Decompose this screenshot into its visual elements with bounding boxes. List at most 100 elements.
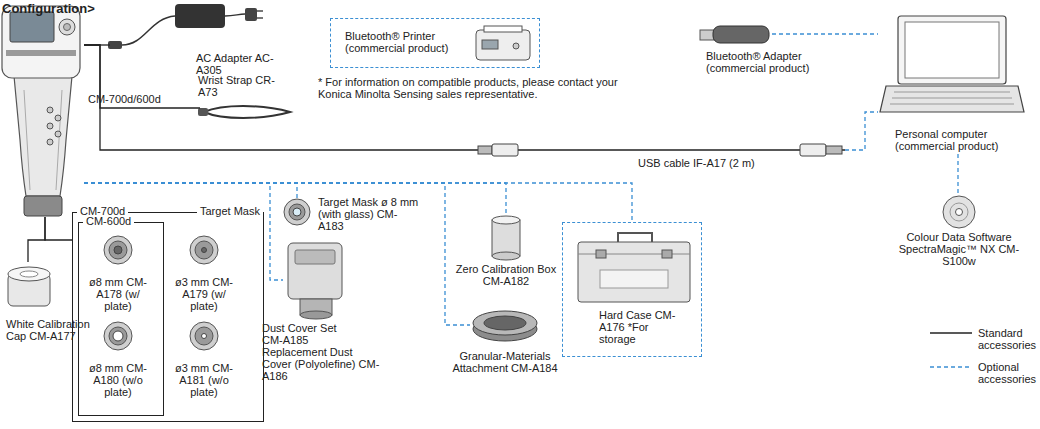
- diagram-title: Configuration>: [2, 1, 95, 16]
- granular-attachment: Granular-Materials Attachment CM-A184: [470, 305, 540, 345]
- node-label: ø3 mm CM-A181 (w/o plate): [174, 362, 234, 398]
- node-label: Bluetooth® Printer (commercial product): [345, 30, 470, 54]
- node-label: ø8 mm CM-A180 (w/o plate): [88, 362, 148, 398]
- text-stack: Granular-Materials Attachment CM-A184: [448, 350, 562, 374]
- instrument-head: [2, 6, 80, 78]
- optional-line-sample: [930, 366, 972, 368]
- connector: [84, 183, 470, 325]
- usb-plug: [826, 146, 842, 154]
- connector-line: [84, 44, 110, 45]
- cable-label: USB cable IF-A17 (2 m): [638, 157, 768, 169]
- dust-cover-illustration: [288, 243, 342, 319]
- mask-plate: [202, 248, 207, 253]
- zero-box-illustration: [492, 216, 520, 260]
- hard-case-box: Hard Case CM-A176 *For storage: [562, 222, 702, 357]
- laptop-keys: [890, 92, 1014, 104]
- case-body: [578, 242, 690, 302]
- mask-face: [109, 241, 127, 259]
- dust-cover-body: [288, 243, 342, 299]
- usb-housing: [800, 144, 826, 156]
- node-label: Wrist Strap CR-A73: [198, 74, 278, 98]
- text-stack: Dust Cover Set CM-A185Replacement Dust C…: [262, 322, 397, 382]
- connector: [84, 183, 506, 215]
- personal-computer: Personal computer (commercial product): [878, 14, 1024, 154]
- target-mask: ø8 mm CM-A178 (w/ plate): [88, 234, 148, 314]
- connector: [772, 34, 878, 35]
- bluetooth-adapter: Bluetooth® Adapter (commercial product): [700, 22, 772, 46]
- instrument-aperture-ring: [24, 196, 62, 216]
- printer-button: [513, 43, 519, 49]
- zero-calibration-box: Zero Calibration Box CM-A182: [492, 215, 520, 258]
- node-label: ø8 mm CM-A178 (w/ plate): [88, 276, 148, 312]
- connector-line: [28, 217, 45, 262]
- connector-line: [84, 45, 845, 150]
- laptop-screen: [905, 22, 999, 78]
- usb-housing: [492, 144, 518, 156]
- connector: [45, 217, 72, 240]
- case-label-plate: [600, 270, 668, 288]
- instrument-key: [47, 123, 53, 129]
- strap-loop: [204, 106, 290, 118]
- software-disc-illustration: [943, 196, 975, 228]
- mask-aperture: [202, 334, 207, 339]
- calibration-cap-illustration: [8, 267, 50, 306]
- connector-line: [84, 183, 283, 280]
- case-handle: [618, 233, 652, 242]
- mask-rim: [284, 199, 310, 225]
- adapter-cord: [225, 14, 245, 16]
- plug-prong: [257, 11, 263, 18]
- mask-rim: [104, 322, 132, 350]
- cap-top: [8, 267, 50, 281]
- legend-text: Optional accessories: [978, 361, 1040, 385]
- node-label: AC Adapter AC-A305: [196, 52, 276, 76]
- laptop-illustration: [880, 16, 1024, 112]
- connector: [28, 217, 45, 262]
- printer-body: [476, 30, 530, 60]
- disc: [943, 196, 975, 228]
- usb-cable-ends: [478, 144, 842, 156]
- attachment-opening: [484, 316, 526, 330]
- instrument-key: [55, 131, 61, 137]
- wrist-strap: Wrist Strap CR-A73: [200, 104, 292, 120]
- mask-rim: [190, 322, 218, 350]
- connector-line: [84, 45, 200, 108]
- node-label: Replacement Dust Cover (Polyolefine) CM-…: [262, 346, 384, 382]
- node-label: Dust Cover Set CM-A185: [262, 322, 352, 346]
- case-seam: [578, 254, 690, 255]
- instrument-handle: [14, 76, 72, 196]
- node-label: Target Mask: [197, 205, 263, 217]
- laptop-base: [880, 86, 1024, 112]
- wall-plug: [245, 8, 257, 21]
- instrument-grip-line: [24, 90, 62, 190]
- granular-attachment-illustration: [473, 311, 537, 341]
- dust-cover: Dust Cover Set CM-A185Replacement Dust C…: [283, 240, 350, 320]
- target-mask: ø3 mm CM-A179 (w/ plate): [174, 234, 234, 314]
- connector: [958, 154, 959, 195]
- calibration-cap: White Calibration Cap CM-A177: [5, 262, 53, 312]
- node-label: Granular-Materials Attachment CM-A184: [448, 350, 562, 374]
- connector: [84, 183, 283, 280]
- target-mask-subgroup: CM-600dø8 mm CM-A178 (w/ plate)ø8 mm CM-…: [78, 222, 164, 416]
- legend-text: Standard accessories: [978, 327, 1040, 351]
- adapter-brick: [175, 4, 225, 28]
- printer-display: [482, 40, 498, 49]
- wrist-strap-illustration: [198, 106, 290, 118]
- node-label: Zero Calibration Box CM-A182: [452, 263, 560, 287]
- connector-line: [45, 217, 72, 240]
- connector: [84, 183, 632, 222]
- case-latch: [662, 250, 672, 258]
- mask-face: [195, 241, 213, 259]
- target-mask: ø8 mm CM-A180 (w/o plate): [88, 320, 148, 404]
- text-stack: Zero Calibration Box CM-A182: [452, 263, 560, 287]
- instrument-band: [6, 50, 76, 56]
- node-label: CM-600d: [83, 215, 134, 227]
- printer-paper: [484, 26, 522, 32]
- connector: [84, 45, 878, 150]
- mask-face: [195, 327, 213, 345]
- instrument: CM-700d/600d: [0, 5, 84, 217]
- hard-case-illustration: [578, 233, 690, 302]
- connector: [84, 45, 200, 108]
- disc-ring: [950, 203, 968, 221]
- bluetooth-adapter-illustration: [700, 26, 769, 43]
